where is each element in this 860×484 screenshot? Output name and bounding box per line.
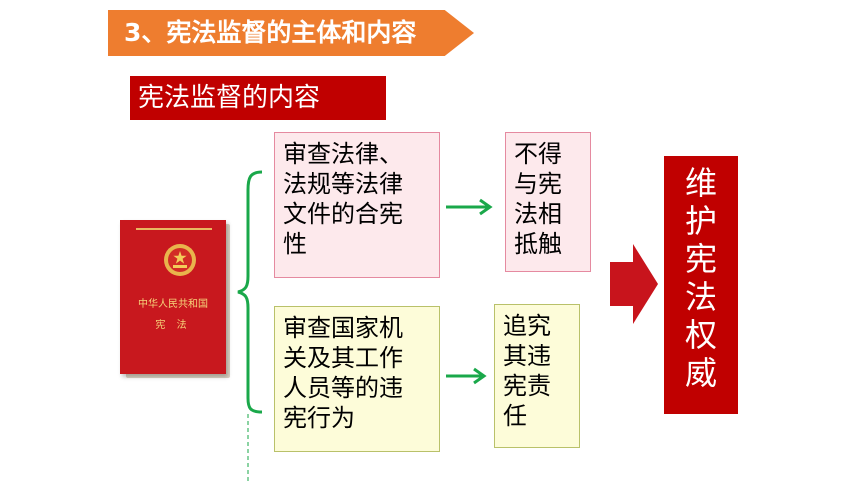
box-line: 任 <box>503 402 527 430</box>
conclusion-char: 维 <box>684 164 717 202</box>
conclusion-char: 威 <box>684 354 717 392</box>
box-uphold-constitution-authority: 维 护 宪 法 权 威 <box>664 156 738 414</box>
conclusion-char: 护 <box>684 202 717 240</box>
section-subtitle: 宪法监督的内容 <box>130 76 386 120</box>
box-no-conflict: 不得 与宪 法相 抵触 <box>505 132 591 272</box>
title-banner <box>108 10 474 56</box>
box-accountability: 追究 其违 宪责 任 <box>494 304 580 448</box>
green-arrow-bottom-icon <box>446 367 487 385</box>
red-arrow-icon <box>610 244 658 324</box>
box-line: 法规等法律 <box>283 170 403 198</box>
conclusion-char: 法 <box>684 278 717 316</box>
green-arrow-top-icon <box>446 198 493 216</box>
book-header-line <box>136 228 212 230</box>
box-review-acts: 审查国家机 关及其工作 人员等的违 宪行为 <box>274 306 440 452</box>
box-line: 法相 <box>514 200 562 228</box>
box-line: 宪责 <box>503 372 551 400</box>
box-review-laws: 审查法律、 法规等法律 文件的合宪 性 <box>274 132 440 278</box>
national-emblem-icon <box>164 244 196 276</box>
book-title: 中华人民共和国 <box>138 299 208 310</box>
conclusion-char: 宪 <box>684 240 717 278</box>
page-title: 3、宪法监督的主体和内容 <box>124 18 417 47</box>
book-subtitle: 宪 法 <box>155 320 191 331</box>
brace-icon <box>237 170 263 414</box>
box-line: 文件的合宪 <box>283 200 403 228</box>
box-line: 关及其工作 <box>283 344 403 372</box>
conclusion-char: 权 <box>684 316 717 354</box>
box-line: 不得 <box>514 140 562 168</box>
box-line: 抵触 <box>514 230 562 258</box>
box-line: 人员等的违 <box>283 374 403 402</box>
box-line: 审查国家机 <box>283 314 403 342</box>
box-line: 与宪 <box>514 170 562 198</box>
box-line: 审查法律、 <box>283 140 403 168</box>
box-line: 追究 <box>503 312 551 340</box>
box-line: 宪行为 <box>283 404 355 432</box>
box-line: 其违 <box>503 342 551 370</box>
box-line: 性 <box>283 230 307 258</box>
